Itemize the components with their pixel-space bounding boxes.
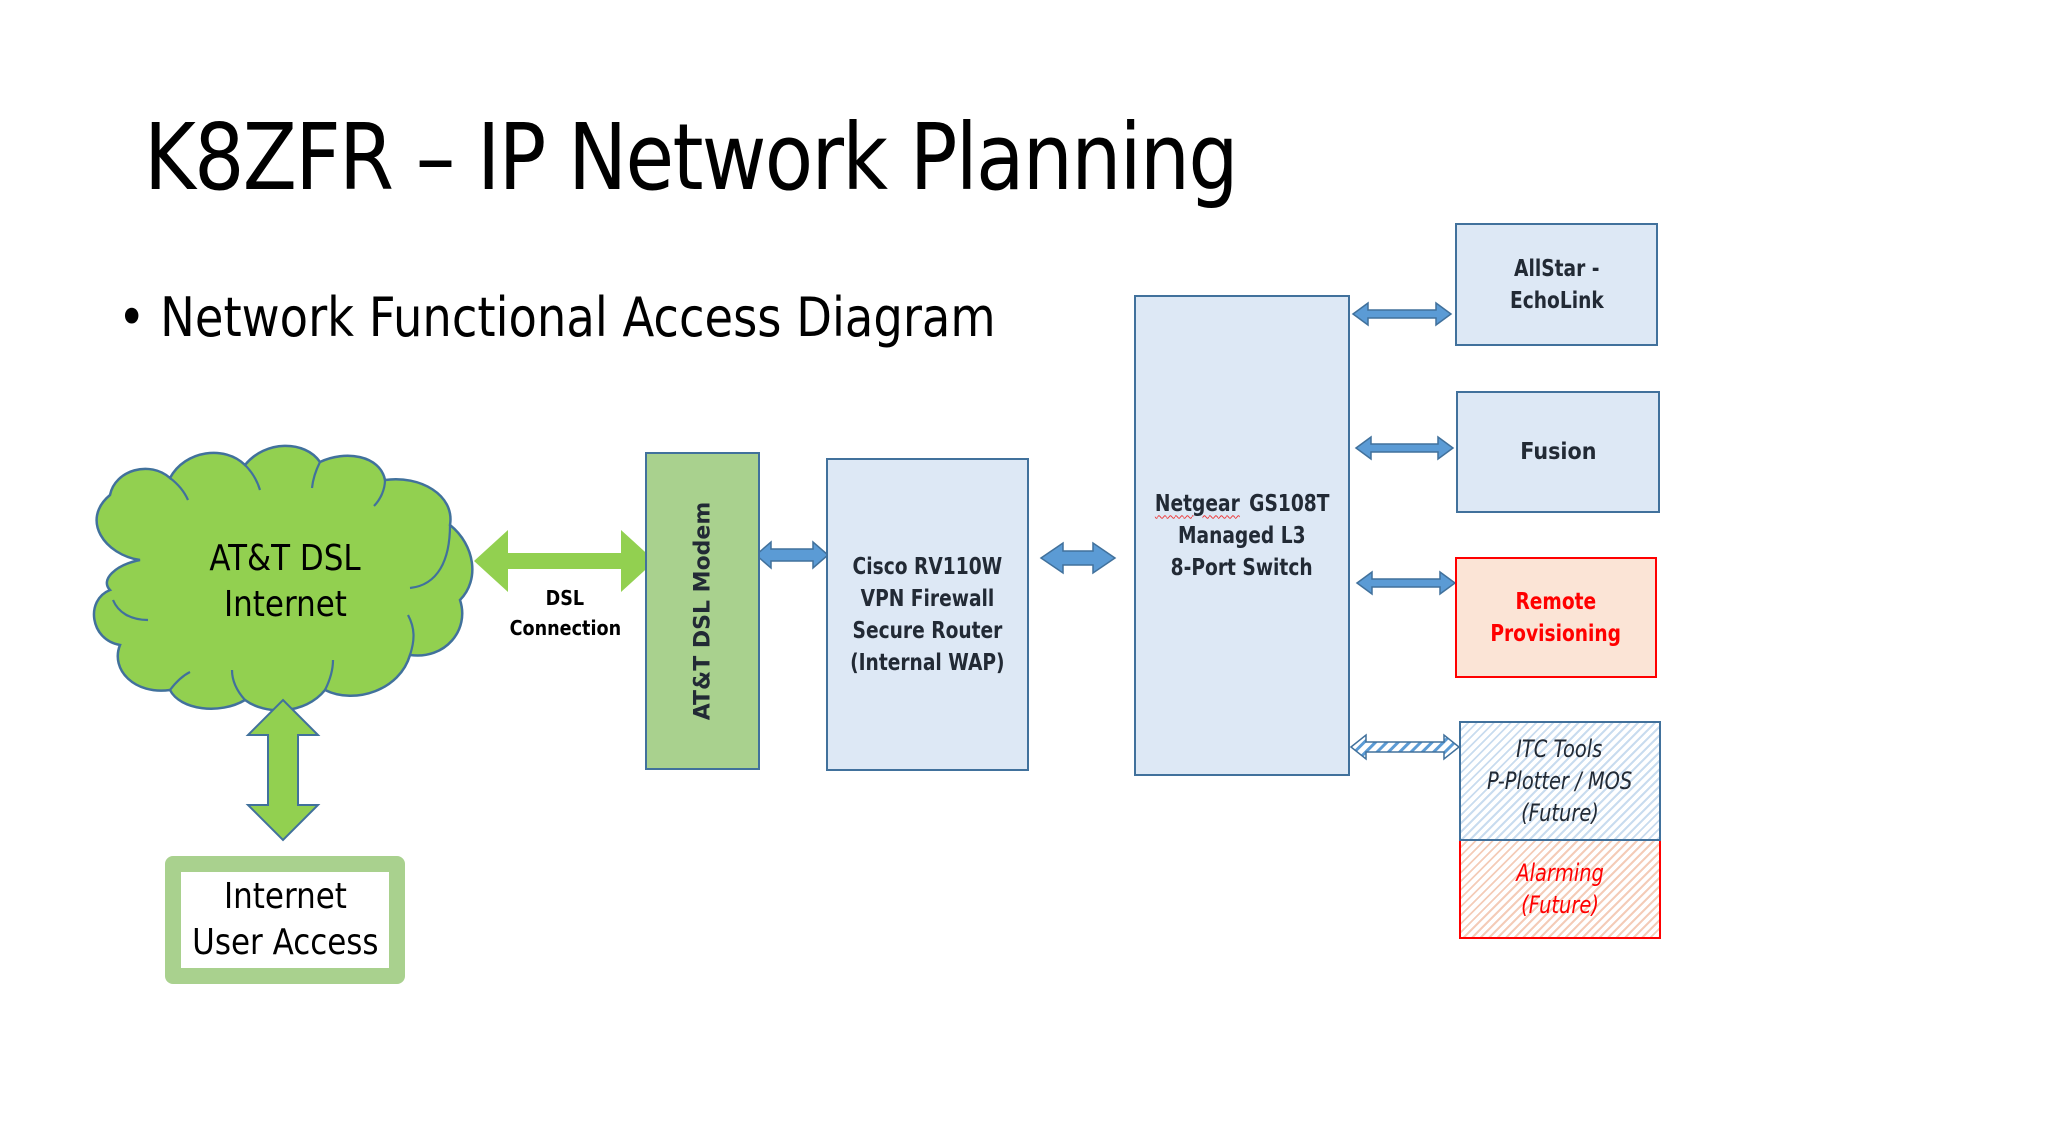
switch-remote-arrow — [1355, 570, 1457, 596]
remote-label: Remote Provisioning — [1483, 586, 1628, 650]
switch-model: GS108T — [1248, 490, 1330, 517]
alarming-line2: (Future) — [1521, 890, 1599, 919]
itc-line1: ITC Tools — [1516, 735, 1604, 763]
fusion-label: Fusion — [1519, 439, 1597, 465]
switch-label: Netgear GS108T Managed L3 8-Port Switch — [1150, 488, 1334, 584]
bullet-item: • Network Functional Access Diagram — [118, 286, 996, 349]
user-access-line2: User Access — [191, 922, 379, 963]
itc-line2: P-Plotter / MOS — [1487, 767, 1633, 795]
router-line4: (Internal WAP) — [850, 649, 1005, 676]
cloud-label-line2: Internet — [223, 584, 347, 625]
user-access-label: Internet User Access — [181, 872, 389, 968]
dsl-connection-arrow — [474, 530, 655, 592]
router-node[interactable]: Cisco RV110W VPN Firewall Secure Router … — [826, 458, 1029, 771]
remote-line2: Provisioning — [1490, 620, 1622, 647]
router-line1: Cisco RV110W — [852, 553, 1003, 580]
router-line3: Secure Router — [852, 617, 1003, 644]
switch-node[interactable]: Netgear GS108T Managed L3 8-Port Switch — [1134, 295, 1350, 776]
allstar-label: AllStar - EchoLink — [1504, 253, 1608, 317]
allstar-line1: AllStar - — [1513, 255, 1600, 282]
itc-tools-node[interactable]: ITC Tools P-Plotter / MOS (Future) — [1459, 721, 1661, 841]
allstar-line2: EchoLink — [1509, 287, 1604, 314]
bullet-text: Network Functional Access Diagram — [160, 286, 996, 349]
dsl-label-line2: Connection — [509, 616, 621, 640]
alarming-node[interactable]: Alarming (Future) — [1459, 838, 1661, 939]
itc-line3: (Future) — [1521, 799, 1599, 827]
router-line2: VPN Firewall — [860, 585, 995, 612]
switch-fusion-arrow — [1354, 435, 1455, 461]
allstar-node[interactable]: AllStar - EchoLink — [1455, 223, 1658, 346]
alarming-line1: Alarming — [1516, 858, 1604, 887]
cloud-label: AT&T DSL Internet — [170, 536, 400, 628]
cloud-label-line1: AT&T DSL — [209, 538, 361, 579]
modem-node[interactable]: AT&T DSL Modem — [645, 452, 760, 770]
alarming-label: Alarming (Future) — [1511, 857, 1608, 921]
router-switch-arrow — [1039, 541, 1117, 575]
switch-line3: 8-Port Switch — [1171, 554, 1313, 581]
switch-line2: Managed L3 — [1178, 522, 1306, 549]
switch-itc-arrow — [1349, 733, 1461, 761]
remote-line1: Remote — [1515, 588, 1597, 615]
user-access-line1: Internet — [223, 876, 347, 917]
dsl-label-line1: DSL — [545, 586, 585, 610]
switch-brand: Netgear — [1154, 490, 1240, 517]
dsl-connection-label: DSL Connection — [495, 583, 635, 643]
modem-router-arrow — [754, 540, 830, 570]
itc-label: ITC Tools P-Plotter / MOS (Future) — [1479, 733, 1640, 829]
fusion-node[interactable]: Fusion — [1456, 391, 1660, 513]
user-access-node[interactable]: Internet User Access — [165, 856, 405, 984]
switch-allstar-arrow — [1351, 301, 1453, 327]
slide-title: K8ZFR – IP Network Planning — [144, 104, 1239, 211]
cloud-icon — [92, 444, 474, 712]
remote-provisioning-node[interactable]: Remote Provisioning — [1455, 557, 1657, 678]
user-access-arrow — [245, 698, 321, 842]
modem-label: AT&T DSL Modem — [690, 501, 715, 721]
router-label: Cisco RV110W VPN Firewall Secure Router … — [842, 551, 1014, 679]
